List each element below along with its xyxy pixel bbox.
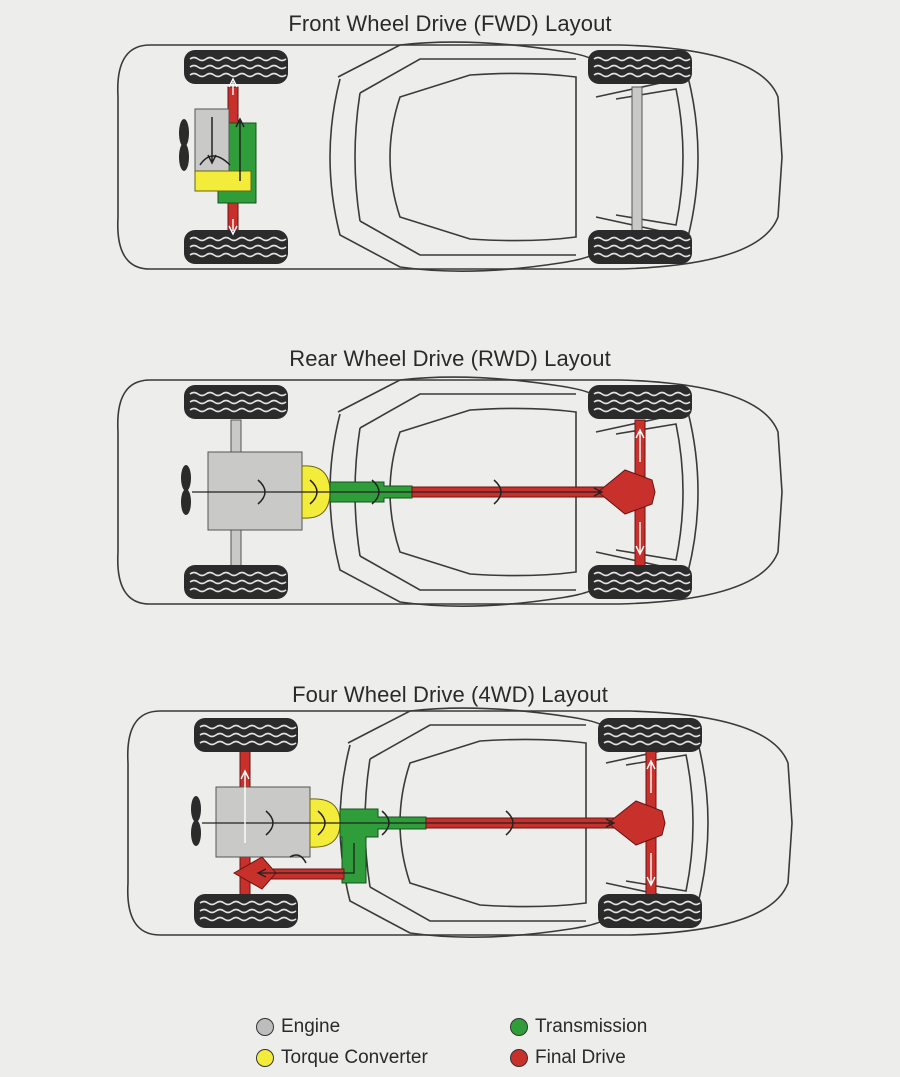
fwd-diagram	[117, 41, 783, 272]
fwd-tire-rear-left	[587, 49, 693, 85]
engine-swatch-icon	[256, 1018, 274, 1036]
final-drive-swatch-icon	[510, 1049, 528, 1067]
rwd-engine	[207, 451, 303, 531]
4wd-engine	[215, 786, 311, 858]
fwd-tire-front-left	[183, 49, 289, 85]
legend-item-transmission: Transmission	[510, 1016, 647, 1038]
4wd-tire-front-left	[193, 717, 299, 753]
legend-item-final-drive: Final Drive	[510, 1047, 626, 1069]
rwd-fan-icon	[181, 465, 191, 491]
4wd-transmission	[339, 808, 427, 884]
legend-item-engine: Engine	[256, 1016, 340, 1038]
4wd-diagram	[127, 707, 793, 938]
rwd-tire-front-right	[183, 564, 289, 600]
4wd-title: Four Wheel Drive (4WD) Layout	[292, 682, 608, 707]
4wd-car-body	[127, 710, 793, 936]
4wd-fan-icon	[191, 796, 201, 822]
rwd-car-body	[117, 379, 783, 605]
legend-item-torque-converter: Torque Converter	[256, 1047, 428, 1069]
fwd-title: Front Wheel Drive (FWD) Layout	[288, 11, 612, 36]
rwd-tire-rear-left	[587, 384, 693, 420]
fwd-car-body	[117, 44, 783, 270]
fwd-torque-converter	[194, 170, 252, 192]
rwd-tire-front-left	[183, 384, 289, 420]
legend-label: Engine	[281, 1016, 341, 1037]
torque-converter-swatch-icon	[256, 1049, 274, 1067]
transmission-swatch-icon	[510, 1018, 528, 1036]
legend-label: Final Drive	[535, 1047, 626, 1068]
legend-label: Transmission	[535, 1016, 648, 1037]
fwd-tire-front-right	[183, 229, 289, 265]
4wd-rear-final-drive	[607, 800, 666, 846]
4wd-tire-rear-left	[597, 717, 703, 753]
rwd-diagram	[117, 376, 783, 607]
rwd-final-drive	[597, 469, 656, 515]
fwd-tire-rear-right	[587, 229, 693, 265]
legend-label: Torque Converter	[281, 1047, 428, 1068]
rwd-tire-rear-right	[587, 564, 693, 600]
rwd-title: Rear Wheel Drive (RWD) Layout	[289, 346, 611, 371]
4wd-tire-front-right	[193, 893, 299, 929]
fwd-fan-icon	[179, 119, 189, 147]
4wd-tire-rear-right	[597, 893, 703, 929]
